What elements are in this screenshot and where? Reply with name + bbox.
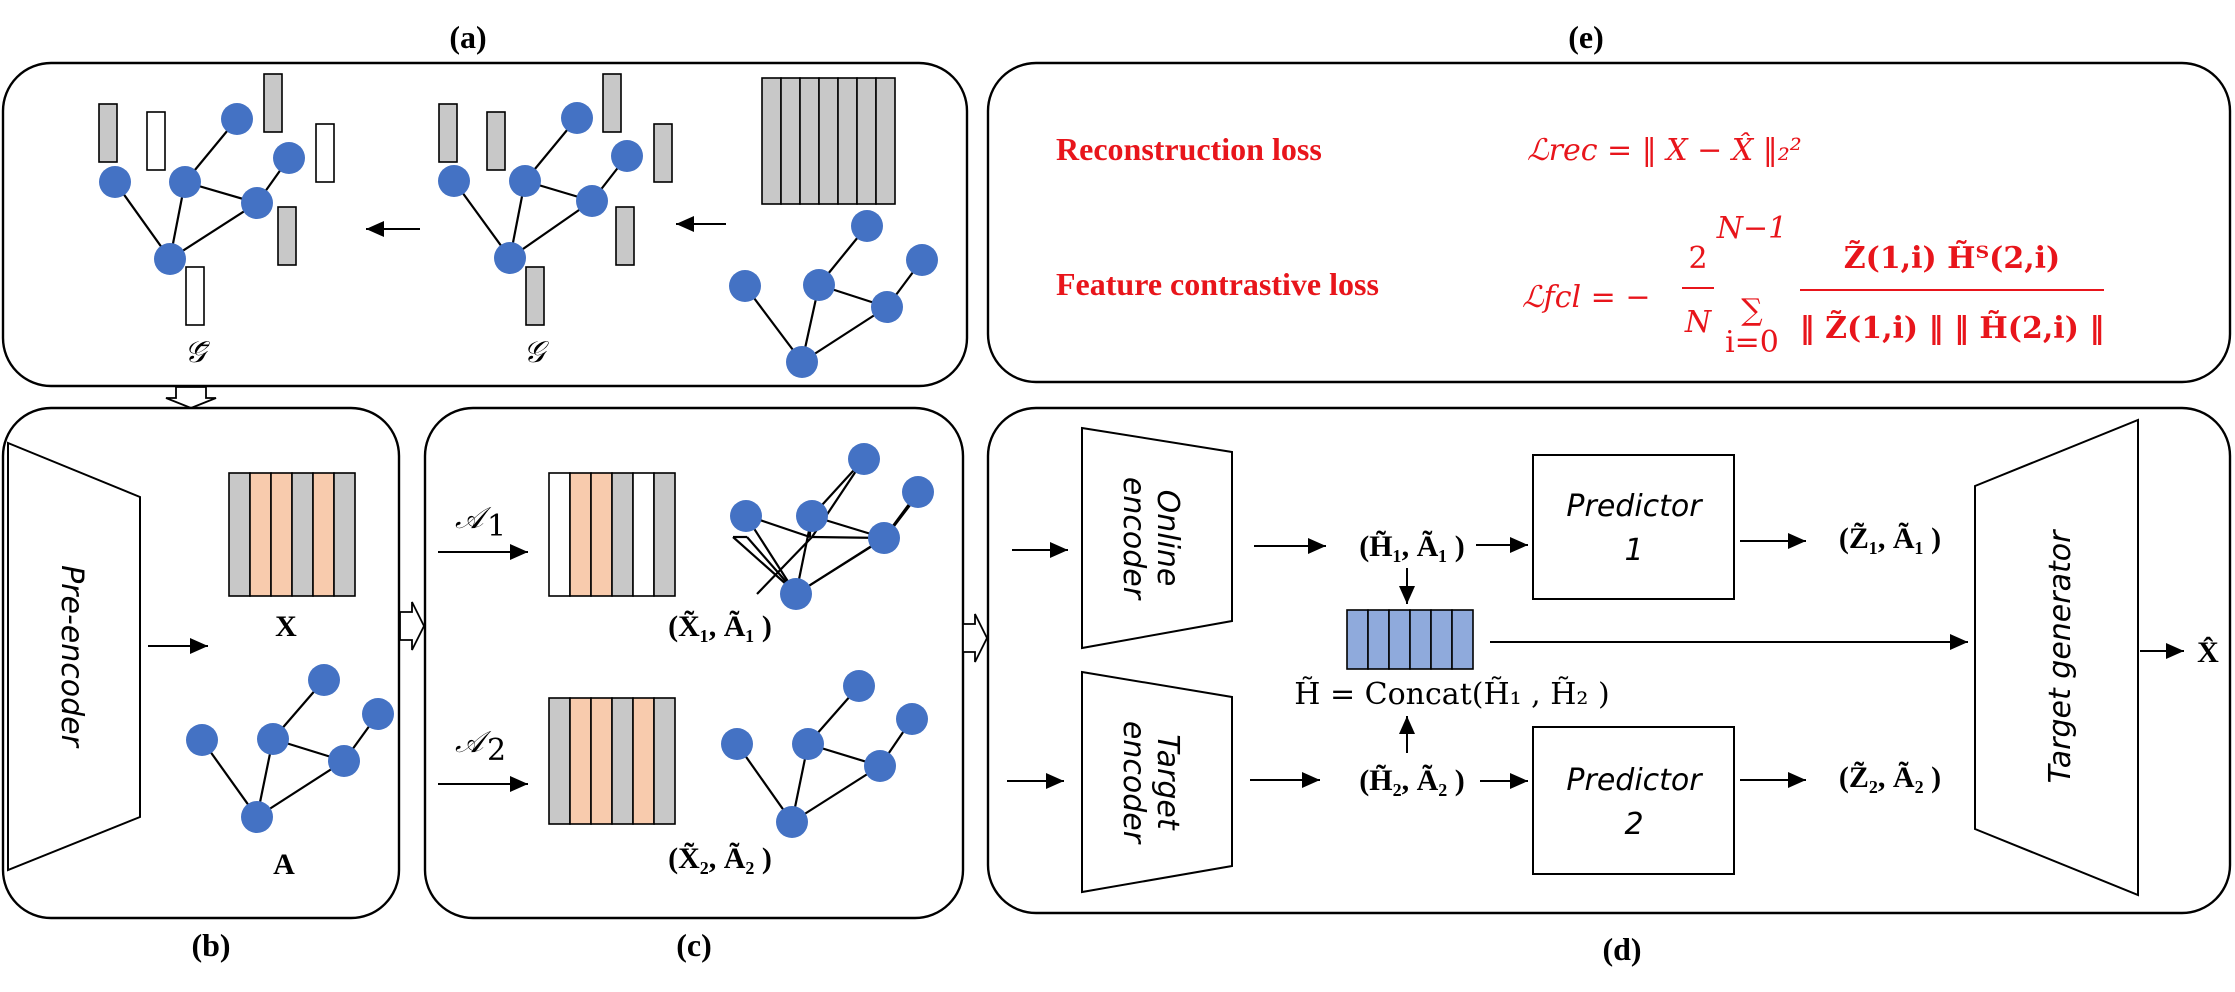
hollow-arrow-down xyxy=(165,386,217,409)
panel-a-label: (a) xyxy=(449,19,486,55)
predictor-1-box xyxy=(1532,454,1735,600)
graph-g xyxy=(438,73,673,326)
output-x-hat: X̂ xyxy=(2197,636,2219,669)
fcl-numerator: Z̃(1,i) H̃ᵀ(2,i) xyxy=(1844,241,2061,276)
graph-view2-nodes xyxy=(721,670,928,838)
online-encoder-label-1: Online xyxy=(1150,490,1185,587)
fcl-denominator: ‖ Z̃(1,i) ‖ ‖ H̃(2,i) ‖ xyxy=(1800,311,2105,346)
predictor-1-label-1: Predictor xyxy=(1566,489,1703,524)
augmentation-1-sub: 1 xyxy=(487,509,506,544)
view-1-label: (X̃₁, Ã₁ ) xyxy=(668,610,772,643)
graph-b xyxy=(186,664,394,833)
z2-label: (Z̃₂, Ã₂ ) xyxy=(1839,761,1941,794)
feature-matrix-x xyxy=(228,472,356,597)
feature-matrix-view2 xyxy=(548,697,676,825)
panel-b-label: (b) xyxy=(191,927,230,963)
target-encoder-label-1: Target xyxy=(1150,734,1185,830)
adjacency-a-label: A xyxy=(273,848,295,881)
panel-c-label: (c) xyxy=(676,927,712,963)
panel-d: Online encoder (H̃₁, Ã₁ ) Predictor 1 (Z… xyxy=(986,406,2232,915)
hollow-arrow-c-d xyxy=(962,613,989,663)
panel-e-label: (e) xyxy=(1568,19,1604,55)
predictor-1-label-2: 1 xyxy=(1624,533,1643,568)
panel-d-label: (d) xyxy=(1602,931,1641,967)
pre-encoder-label: Pre-encoder xyxy=(54,565,89,749)
panel-a: 𝒢 𝒢̄ xyxy=(1,61,969,388)
fcl-sum-top: N−1 xyxy=(1716,211,1787,246)
fcl-sum-bottom: i=0 xyxy=(1725,325,1779,360)
online-encoder-block xyxy=(1081,426,1233,650)
graph-g-bar xyxy=(98,73,335,326)
online-encoder-label-2: encoder xyxy=(1116,477,1151,601)
panel-e: Reconstruction loss ℒrec = ‖ X − X̂ ‖₂² … xyxy=(986,61,2232,384)
target-encoder-label-2: encoder xyxy=(1116,721,1151,845)
concat-feature-matrix xyxy=(1346,609,1474,670)
fcl-sum-symbol: ∑ xyxy=(1741,293,1763,328)
predictor-2-label-1: Predictor xyxy=(1566,763,1703,798)
panel-c: 𝒜 1 (X̃₁, Ã₁ ) 𝒜 2 xyxy=(423,406,965,920)
target-generator-block xyxy=(1974,418,2139,897)
pre-encoder-block xyxy=(7,441,141,872)
concat-label: H̃ = Concat(H̃₁ , H̃₂ ) xyxy=(1294,677,1609,712)
target-encoder-block xyxy=(1081,670,1233,894)
augmentation-2-sub: 2 xyxy=(487,733,506,768)
hollow-arrow-b-c xyxy=(399,601,426,651)
h1-label: (H̃₁, Ã₁ ) xyxy=(1359,530,1464,563)
graph-original xyxy=(729,210,938,378)
fcl-lhs: ℒfcl = − xyxy=(1522,280,1650,315)
feature-x-label: X xyxy=(275,610,297,643)
predictor-2-box xyxy=(1532,726,1735,875)
z1-label: (Z̃₁, Ã₁ ) xyxy=(1839,522,1941,555)
reconstruction-loss-formula: ℒrec = ‖ X − X̂ ‖₂² xyxy=(1527,133,1802,168)
fcl-coef-den: N xyxy=(1684,305,1713,340)
predictor-2-label-2: 2 xyxy=(1624,807,1643,842)
fcl-coef-num: 2 xyxy=(1688,241,1707,276)
feature-contrastive-loss-label: Feature contrastive loss xyxy=(1056,266,1379,302)
target-generator-label: Target generator xyxy=(2043,529,2078,783)
view-2-label: (X̃₂, Ã₂ ) xyxy=(668,842,772,875)
reconstruction-loss-label: Reconstruction loss xyxy=(1056,131,1322,167)
feature-matrix-view1 xyxy=(548,472,676,597)
panel-b: Pre-encoder X A xyxy=(1,406,401,920)
graph-view1-nodes xyxy=(730,443,934,610)
h2-label: (H̃₂, Ã₂ ) xyxy=(1359,764,1464,797)
feature-matrix-a xyxy=(761,77,896,205)
